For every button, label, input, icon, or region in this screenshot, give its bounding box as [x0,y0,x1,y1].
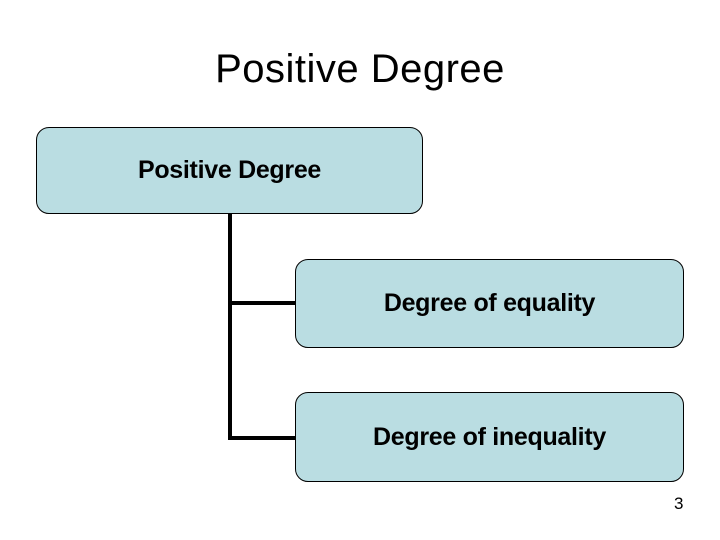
diagram-node-label: Degree of inequality [373,422,606,451]
connector-branch-equality [228,301,296,305]
slide-title: Positive Degree [215,47,505,91]
connector-branch-inequality [228,436,296,440]
diagram-node-label: Degree of equality [383,289,596,317]
slide-page-number: 3 [674,494,684,513]
diagram-node-degree-of-equality: Degree of equality [295,259,684,348]
diagram-node-positive-degree: Positive Degree [36,127,423,214]
connector-vertical-line [228,213,232,440]
diagram-node-degree-of-inequality: Degree of inequality [295,392,684,482]
diagram-node-label: Positive Degree [137,156,322,184]
